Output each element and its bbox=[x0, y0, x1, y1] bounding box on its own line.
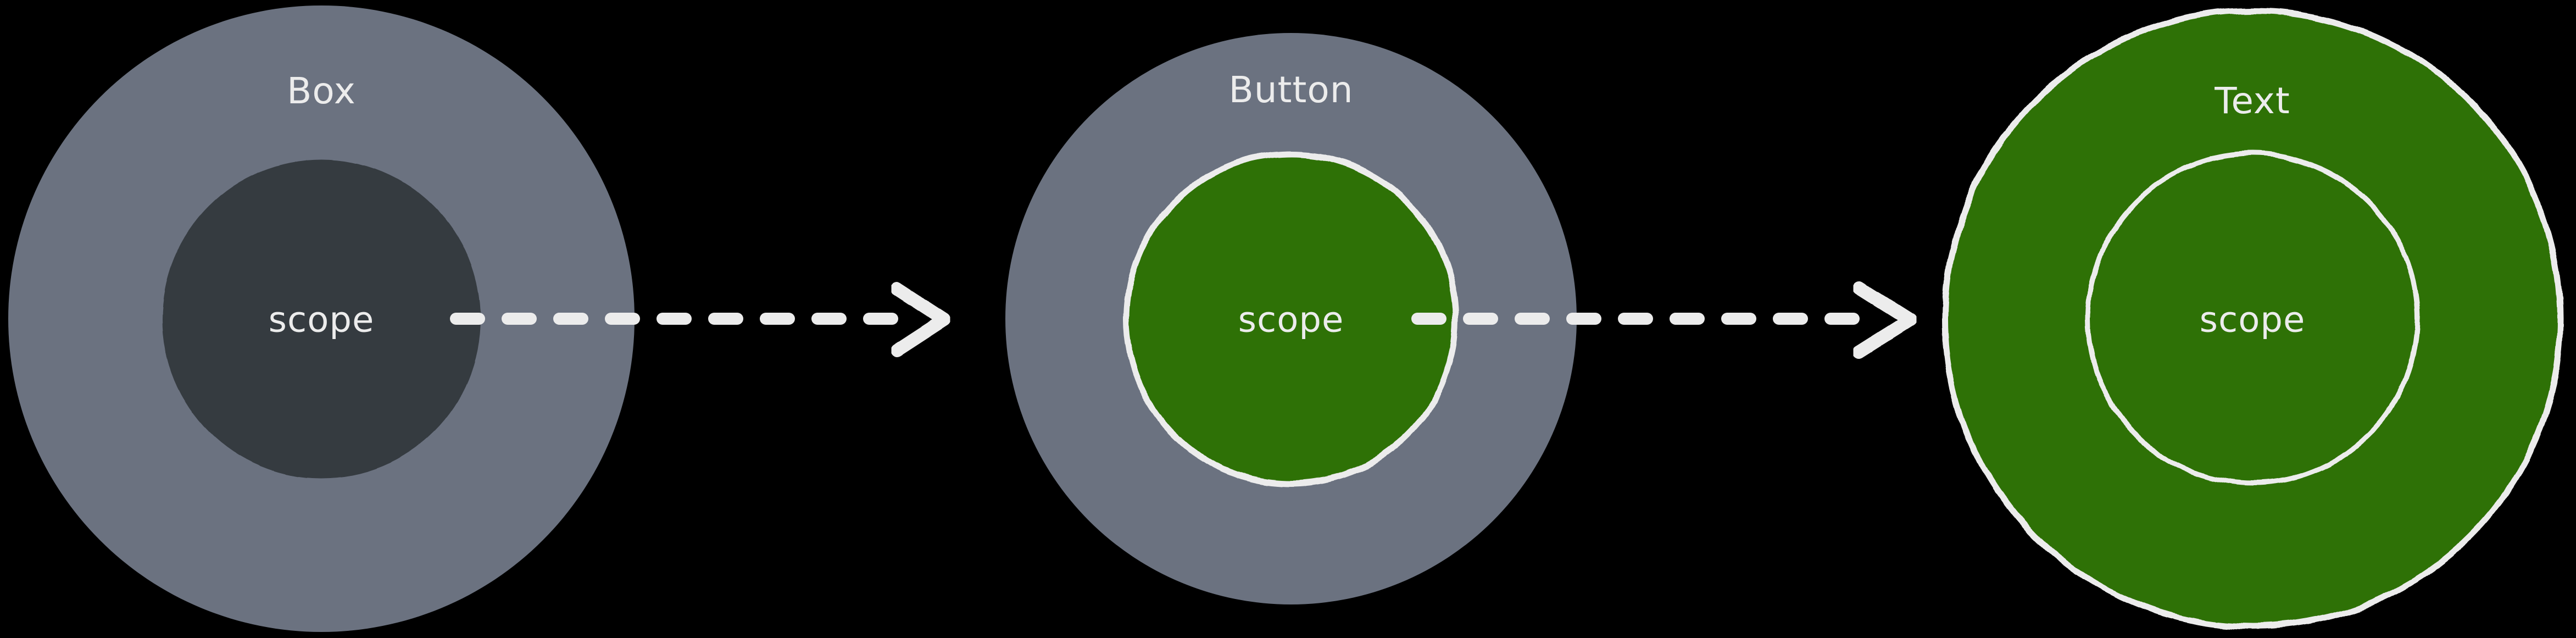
connector-box-to-button bbox=[450, 282, 951, 357]
button-label: Button bbox=[1228, 69, 1353, 111]
button-inner-circle bbox=[1126, 154, 1456, 484]
node-box[interactable]: Box scope bbox=[8, 5, 635, 632]
box-inner-circle bbox=[162, 159, 481, 478]
connector-button-to-text bbox=[1411, 281, 1917, 358]
text-inner-circle bbox=[2088, 154, 2417, 484]
node-text[interactable]: Text scope bbox=[1941, 8, 2563, 630]
arrowhead-2-icon bbox=[1853, 281, 1917, 358]
text-scope-label: scope bbox=[2200, 300, 2306, 341]
arrowhead-1-icon bbox=[891, 282, 951, 357]
box-scope-label: scope bbox=[269, 300, 375, 341]
button-inner-circle-outline-2 bbox=[1125, 152, 1457, 484]
box-label: Box bbox=[287, 70, 356, 112]
text-outer-circle-outline bbox=[1941, 8, 2563, 630]
node-button[interactable]: Button scope bbox=[1005, 33, 1577, 604]
text-label: Text bbox=[2214, 80, 2290, 122]
text-inner-circle-outline bbox=[2085, 151, 2420, 486]
button-scope-label: scope bbox=[1238, 300, 1344, 341]
